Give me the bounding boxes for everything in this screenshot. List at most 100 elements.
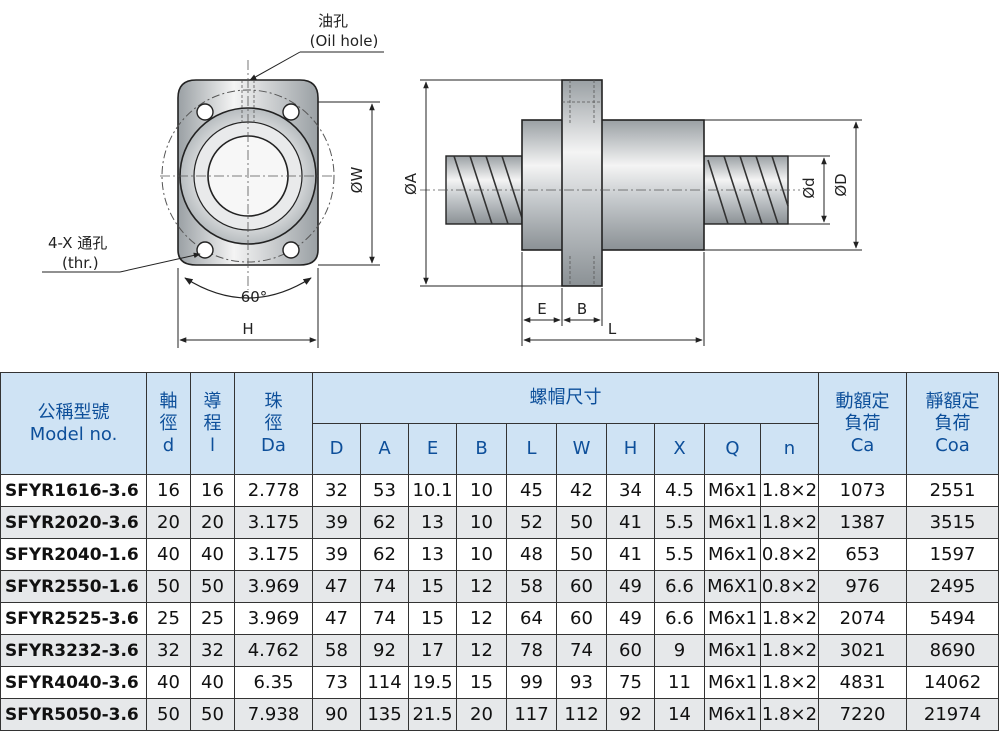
cell-dynamic-load: 976 (818, 570, 908, 603)
cell-n: 1.8×2 (759, 474, 820, 507)
cell-X: 5.5 (654, 538, 705, 571)
dim-B-label: B (577, 300, 587, 318)
cell-W: 42 (556, 474, 607, 507)
cell-B: 20 (456, 698, 507, 731)
cell-E: 13 (408, 506, 457, 539)
cell-ball-dia: 2.778 (234, 474, 313, 507)
spec-table: 公稱型號 Model no. 軸 徑 d 導 程 l 珠 徑 Da 螺帽尺寸 動… (0, 372, 1000, 731)
cell-ball-dia: 3.175 (234, 538, 313, 571)
cell-X: 14 (654, 698, 705, 731)
cell-B: 10 (456, 506, 507, 539)
cell-W: 60 (556, 570, 607, 603)
cell-B: 12 (456, 602, 507, 635)
cell-static-load: 5494 (906, 602, 1000, 635)
header-L: L (506, 423, 557, 475)
dim-W-label: ØW (348, 167, 366, 194)
cell-static-load: 1597 (906, 538, 1000, 571)
cell-Q: M6x1 (704, 698, 761, 731)
cell-shaft-dia: 16 (146, 474, 191, 507)
cell-A: 114 (360, 666, 409, 699)
cell-dynamic-load: 2074 (818, 602, 908, 635)
cell-n: 1.8×2 (759, 506, 820, 539)
cell-H: 75 (606, 666, 655, 699)
cell-lead: 40 (190, 666, 235, 699)
cell-X: 6.6 (654, 602, 705, 635)
cell-D: 58 (312, 634, 361, 667)
cell-Q: M6x1 (704, 506, 761, 539)
cell-model: SFYR3232-3.6 (0, 634, 147, 667)
cell-dynamic-load: 3021 (818, 634, 908, 667)
cell-model: SFYR2525-3.6 (0, 602, 147, 635)
cell-dynamic-load: 7220 (818, 698, 908, 731)
header-dynamic-load: 動額定 負荷 Ca (818, 372, 908, 475)
cell-shaft-dia: 40 (146, 666, 191, 699)
cell-L: 58 (506, 570, 557, 603)
header-model: 公稱型號 Model no. (0, 372, 147, 475)
cell-D: 32 (312, 474, 361, 507)
cell-n: 1.8×2 (759, 602, 820, 635)
header-Q: Q (704, 423, 761, 475)
cell-n: 1.8×2 (759, 634, 820, 667)
header-static-load: 靜額定 負荷 Coa (906, 372, 1000, 475)
cell-dynamic-load: 1387 (818, 506, 908, 539)
cell-B: 10 (456, 538, 507, 571)
oil-hole-label-en: (Oil hole) (310, 32, 379, 50)
cell-static-load: 2495 (906, 570, 1000, 603)
technical-drawing: 油孔 (Oil hole) 4-X 通孔 (thr.) 60° H ØW ØA (42, 12, 862, 348)
cell-B: 10 (456, 474, 507, 507)
header-W: W (556, 423, 607, 475)
header-nut-dims: 螺帽尺寸 (311, 372, 820, 424)
cell-X: 4.5 (654, 474, 705, 507)
cell-lead: 20 (190, 506, 235, 539)
cell-H: 41 (606, 538, 655, 571)
cell-L: 45 (506, 474, 557, 507)
cell-lead: 25 (190, 602, 235, 635)
cell-X: 9 (654, 634, 705, 667)
cell-E: 13 (408, 538, 457, 571)
cell-H: 49 (606, 602, 655, 635)
flange-front-view (160, 60, 335, 290)
dim-E-label: E (537, 300, 546, 318)
header-H: H (606, 423, 655, 475)
cell-model: SFYR2550-1.6 (0, 570, 147, 603)
cell-dynamic-load: 1073 (818, 474, 908, 507)
cell-L: 52 (506, 506, 557, 539)
cell-H: 92 (606, 698, 655, 731)
dim-H-label: H (242, 320, 253, 338)
cell-A: 135 (360, 698, 409, 731)
cell-n: 0.8×2 (759, 538, 820, 571)
cell-model: SFYR4040-3.6 (0, 666, 147, 699)
dim-L-label: L (608, 320, 617, 338)
cell-ball-dia: 6.35 (234, 666, 313, 699)
cell-H: 41 (606, 506, 655, 539)
cell-W: 74 (556, 634, 607, 667)
cell-A: 92 (360, 634, 409, 667)
header-X: X (654, 423, 705, 475)
cell-static-load: 21974 (906, 698, 1000, 731)
cell-shaft-dia: 50 (146, 570, 191, 603)
cell-Q: M6x1 (704, 602, 761, 635)
cell-shaft-dia: 40 (146, 538, 191, 571)
cell-X: 11 (654, 666, 705, 699)
cell-ball-dia: 7.938 (234, 698, 313, 731)
cell-D: 39 (312, 506, 361, 539)
dim-d-label: Ød (800, 177, 818, 198)
cell-static-load: 3515 (906, 506, 1000, 539)
thru-hole-label-cn: 4-X 通孔 (48, 234, 107, 252)
cell-E: 19.5 (408, 666, 457, 699)
cell-Q: M6x1 (704, 666, 761, 699)
cell-E: 15 (408, 570, 457, 603)
cell-ball-dia: 3.175 (234, 506, 313, 539)
cell-lead: 50 (190, 570, 235, 603)
cell-lead: 50 (190, 698, 235, 731)
cell-D: 73 (312, 666, 361, 699)
cell-ball-dia: 3.969 (234, 570, 313, 603)
cell-Q: M6x1 (704, 538, 761, 571)
cell-E: 15 (408, 602, 457, 635)
